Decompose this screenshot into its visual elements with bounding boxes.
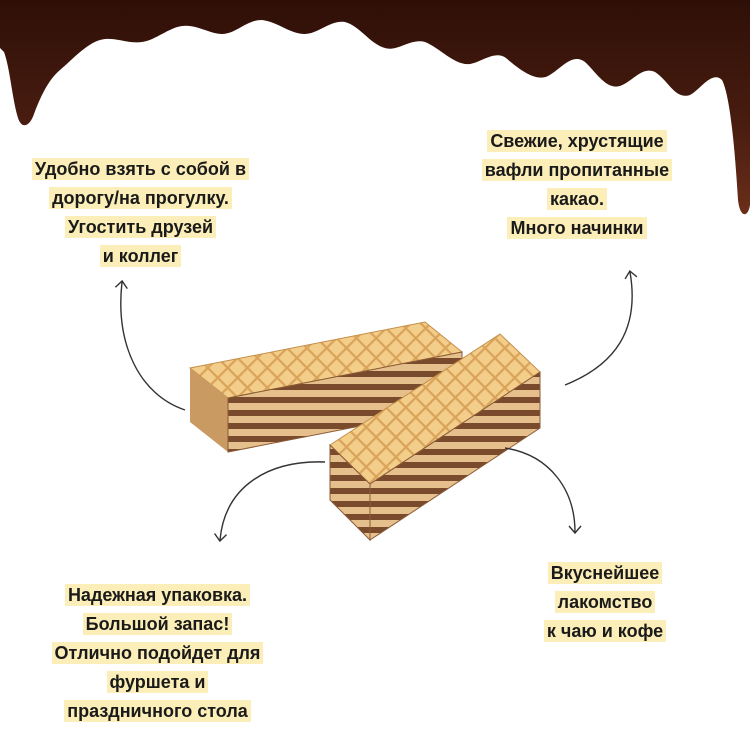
feature-text: Угостить друзей bbox=[64, 216, 217, 238]
feature-text: вафли пропитанные bbox=[481, 159, 673, 181]
feature-text: фуршета и bbox=[106, 671, 209, 693]
arrow-bottom-left bbox=[214, 461, 326, 543]
feature-freshness: Свежие, хрустящие вафли пропитанные кака… bbox=[452, 124, 702, 245]
feature-text: Надежная упаковка. bbox=[64, 584, 251, 606]
feature-text: Удобно взять с собой в bbox=[31, 158, 250, 180]
feature-packaging: Надежная упаковка. Большой запас! Отличн… bbox=[20, 578, 295, 728]
feature-taste: Вкуснейшее лакомство к чаю и кофе bbox=[520, 556, 690, 648]
feature-text: к чаю и кофе bbox=[543, 620, 667, 642]
feature-text: Много начинки bbox=[507, 217, 647, 239]
feature-text: Отлично подойдет для bbox=[51, 642, 264, 664]
feature-text: Большой запас! bbox=[82, 613, 233, 635]
arrow-top-right bbox=[564, 269, 638, 386]
feature-text: лакомство bbox=[554, 591, 656, 613]
feature-text: и коллег bbox=[99, 245, 182, 267]
feature-text: дорогу/на прогулку. bbox=[49, 187, 232, 209]
arrow-bottom-right bbox=[504, 447, 582, 535]
feature-portability: Удобно взять с собой в дорогу/на прогулк… bbox=[18, 152, 263, 273]
feature-text: праздничного стола bbox=[64, 700, 251, 722]
feature-text: Свежие, хрустящие bbox=[487, 130, 667, 152]
wafer-front bbox=[329, 333, 541, 542]
feature-text: Вкуснейшее bbox=[547, 562, 663, 584]
chocolate-drip bbox=[0, 0, 750, 215]
feature-text: какао. bbox=[546, 188, 608, 210]
wafer-back bbox=[188, 321, 464, 453]
arrow-top-left bbox=[114, 279, 186, 411]
